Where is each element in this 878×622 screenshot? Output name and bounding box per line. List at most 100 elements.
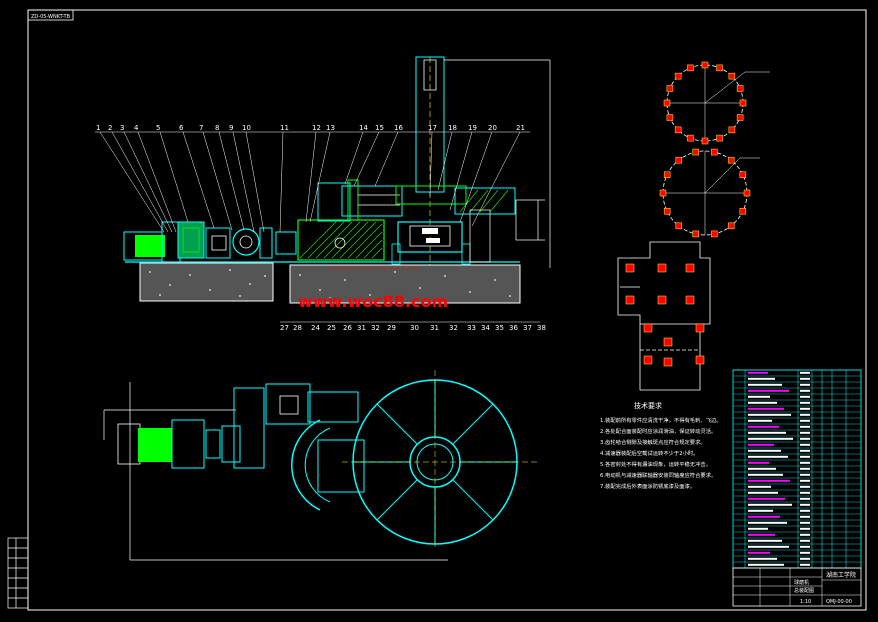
parts-row-text xyxy=(800,563,810,566)
bolt-mark xyxy=(674,72,682,80)
square-marks xyxy=(625,263,705,367)
callout: 33 xyxy=(467,324,476,332)
parts-row-text xyxy=(748,371,768,374)
bolt-mark xyxy=(701,137,709,145)
parts-row-text xyxy=(800,491,810,494)
parts-row-text xyxy=(748,527,768,530)
callout: 7 xyxy=(199,124,203,132)
note-line: 4.减速器装配后空载试运转不少于2小时。 xyxy=(600,449,698,457)
note-line: 6.电动机与减速器联轴器安装同轴度应符合要求。 xyxy=(600,471,716,479)
callout: 12 xyxy=(312,124,321,132)
bolt-mark xyxy=(692,230,699,238)
title-tag: ZD-05-WNKT-TB xyxy=(31,14,71,20)
callout: 20 xyxy=(488,124,497,132)
square-mark xyxy=(695,323,705,333)
reducer-hatch xyxy=(299,221,383,259)
parts-row-text xyxy=(800,539,810,542)
square-mark xyxy=(657,295,667,305)
bolt-mark xyxy=(716,64,723,72)
parts-row-text xyxy=(748,485,771,488)
parts-row-text xyxy=(800,557,810,560)
leader-lines xyxy=(95,131,540,323)
square-mark xyxy=(685,295,695,305)
parts-list xyxy=(732,369,862,569)
parts-row-text xyxy=(748,455,788,458)
callout: 17 xyxy=(428,124,437,132)
callout: 32 xyxy=(371,324,380,332)
left-strip xyxy=(7,537,29,609)
parts-row-text xyxy=(748,413,791,416)
parts-row-text xyxy=(748,509,773,512)
drawing-border xyxy=(27,9,867,611)
callout: 27 xyxy=(280,324,289,332)
square-mark xyxy=(625,263,635,273)
square-mark xyxy=(625,295,635,305)
callout: 13 xyxy=(326,124,335,132)
callout: 9 xyxy=(229,124,233,132)
callout: 1 xyxy=(96,124,100,132)
parts-row-text xyxy=(748,563,784,566)
parts-row-text xyxy=(800,437,810,440)
square-mark xyxy=(643,355,653,365)
bolt-mark xyxy=(687,134,694,142)
motor-body xyxy=(135,235,165,257)
parts-row-text xyxy=(800,407,810,410)
note-line: 2.各处配合面装配时应涂润滑油，保证转动灵活。 xyxy=(600,427,716,435)
callout: 10 xyxy=(242,124,251,132)
callout: 25 xyxy=(327,324,336,332)
square-mark xyxy=(685,263,695,273)
parts-row-text xyxy=(748,449,781,452)
callout: 37 xyxy=(523,324,532,332)
callout: 6 xyxy=(179,124,184,132)
parts-row-text xyxy=(748,515,780,518)
title-tag-box xyxy=(27,9,74,21)
bolt-mark xyxy=(692,148,699,156)
notes-list: 1.装配前所有零件应清洗干净，不得有毛刺、飞边。 2.各处配合面装配时应涂润滑油… xyxy=(600,416,722,490)
foundation-texture xyxy=(149,269,511,299)
parts-row-text xyxy=(800,395,810,398)
parts-row-text xyxy=(800,371,810,374)
callout: 3 xyxy=(120,124,124,132)
parts-row-text xyxy=(748,473,783,476)
parts-row-text xyxy=(748,419,772,422)
bolt-mark xyxy=(666,85,674,92)
bolt-marks xyxy=(659,61,751,238)
foundation-left xyxy=(139,262,274,302)
bolt-mark xyxy=(736,114,744,121)
callouts-bottom: 27 28 24 25 26 31 32 29 30 31 32 33 34 3… xyxy=(280,324,546,332)
parts-row-text xyxy=(748,557,777,560)
school-name: 湖南工学院 xyxy=(826,571,856,579)
parts-row-text xyxy=(800,509,810,512)
parts-row-text xyxy=(748,503,792,506)
foundation-right xyxy=(289,264,521,304)
parts-row-text xyxy=(800,401,810,404)
parts-row-text xyxy=(748,479,790,482)
callout: 15 xyxy=(375,124,384,132)
parts-row-text xyxy=(800,485,810,488)
bolt-mark xyxy=(739,171,747,179)
parts-row-text xyxy=(800,443,810,446)
parts-row-text xyxy=(800,497,810,500)
drawing-name-2: 总装配图 xyxy=(794,587,814,594)
parts-row-text xyxy=(800,425,810,428)
callout: 30 xyxy=(410,324,419,332)
parts-row-text xyxy=(800,419,810,422)
callout: 18 xyxy=(448,124,457,132)
bolt-mark xyxy=(701,61,709,69)
plan-view xyxy=(103,370,540,561)
bolt-mark xyxy=(743,189,751,197)
callout: 14 xyxy=(359,124,368,132)
parts-row-text xyxy=(748,389,789,392)
note-line: 1.装配前所有零件应清洗干净，不得有毛刺、飞边。 xyxy=(600,416,722,424)
parts-row-text xyxy=(748,521,787,524)
bolt-mark xyxy=(711,148,718,156)
callout: 32 xyxy=(449,324,458,332)
square-mark xyxy=(695,355,705,365)
parts-row-text xyxy=(800,527,810,530)
parts-row-text xyxy=(748,407,784,410)
bolt-mark xyxy=(736,85,744,92)
bolt-mark xyxy=(674,126,682,134)
square-mark xyxy=(663,357,673,367)
